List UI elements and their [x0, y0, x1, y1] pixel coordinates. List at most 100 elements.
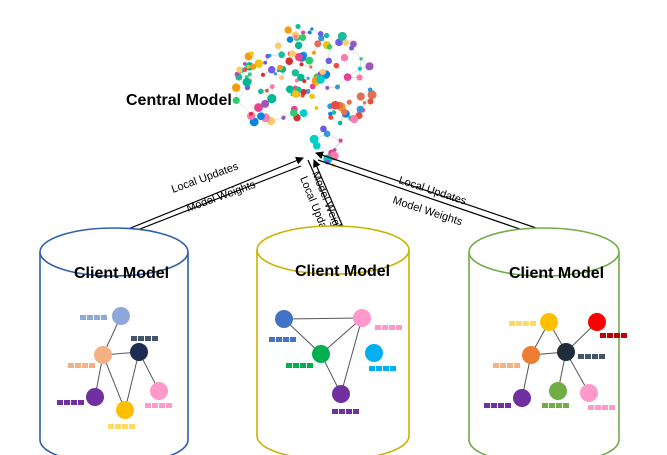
graph-node — [580, 384, 598, 402]
brain-node — [314, 106, 319, 110]
graph-node — [112, 307, 130, 325]
cylinder-top — [256, 225, 410, 275]
feature-vector — [493, 363, 520, 368]
brain-node — [234, 71, 240, 77]
graph-node — [557, 343, 575, 361]
central-model-label: Central Model — [126, 92, 232, 109]
graph-node — [549, 382, 567, 400]
graph-node — [130, 343, 148, 361]
brain-node — [265, 53, 271, 59]
brain-node — [305, 56, 314, 65]
brain-node — [311, 50, 317, 55]
middle-model-weights-arrow — [307, 159, 341, 233]
client-model-1: Client Model — [39, 227, 189, 455]
brain-node — [318, 35, 325, 42]
brain-node — [309, 93, 315, 100]
brain-node — [299, 109, 308, 118]
brain-node — [292, 90, 300, 98]
brain-node — [340, 53, 349, 62]
brain-node — [359, 57, 363, 61]
brain-node — [350, 115, 359, 124]
brain-node — [309, 134, 319, 144]
client-model-1-graph — [57, 307, 172, 429]
brain-node — [305, 88, 311, 94]
brain-node — [324, 32, 330, 39]
feature-vector — [68, 363, 95, 368]
brain-node — [249, 51, 254, 57]
client-model-1-title: Client Model — [74, 265, 169, 282]
client-model-2: Client Model — [256, 225, 410, 455]
graph-edge — [283, 317, 363, 320]
feature-vector — [269, 337, 296, 342]
left-local-updates-arrow — [115, 156, 304, 235]
brain-node — [258, 88, 264, 95]
brain-node — [325, 85, 330, 90]
arrows — [115, 151, 550, 241]
feature-vector — [588, 405, 615, 410]
client-model-2-title: Client Model — [295, 263, 390, 280]
graph-node — [275, 310, 293, 328]
brain-node — [337, 31, 347, 41]
middle-local-updates-arrow — [313, 159, 347, 235]
central-brain-network — [231, 23, 377, 167]
graph-node — [513, 389, 531, 407]
brain-node — [263, 60, 268, 65]
graph-node — [353, 309, 371, 327]
brain-node — [317, 31, 324, 37]
brain-node — [299, 34, 307, 41]
brain-node — [333, 62, 340, 69]
feature-vector — [375, 325, 402, 330]
graph-edge — [124, 351, 140, 411]
brain-node — [309, 65, 313, 69]
feature-vector — [332, 409, 359, 414]
feature-vector — [286, 363, 313, 368]
brain-node — [356, 105, 364, 113]
brain-node — [302, 78, 307, 84]
brain-node — [267, 93, 277, 104]
brain-node — [281, 115, 286, 120]
graph-node — [332, 385, 350, 403]
brain-node — [273, 72, 278, 76]
brain-node — [269, 84, 275, 89]
graph-node — [86, 388, 104, 406]
brain-node — [309, 83, 316, 90]
brain-node — [260, 72, 266, 77]
brain-node — [346, 99, 352, 105]
brain-node — [254, 103, 263, 112]
brain-node — [290, 109, 298, 117]
brain-node — [278, 51, 285, 59]
brain-node — [294, 41, 303, 50]
brain-node — [367, 98, 374, 105]
brain-node — [286, 36, 294, 43]
brain-node — [356, 92, 365, 101]
brain-node — [265, 88, 269, 93]
cylinder-top — [468, 227, 620, 277]
brain-node — [300, 88, 307, 96]
brain-node — [331, 110, 337, 115]
feature-vector — [57, 400, 84, 405]
brain-node — [314, 82, 319, 86]
brain-node — [330, 100, 340, 110]
graph-node — [150, 382, 168, 400]
brain-node — [306, 76, 310, 80]
brain-node — [326, 44, 333, 50]
brain-node — [294, 53, 303, 62]
graph-node — [588, 313, 606, 331]
feature-vector — [484, 403, 511, 408]
graph-edge — [320, 317, 363, 355]
graph-node — [116, 401, 134, 419]
brain-node — [257, 112, 265, 121]
brain-node — [291, 69, 299, 77]
brain-node — [242, 67, 248, 73]
feature-vector — [145, 403, 172, 408]
brain-node — [356, 74, 363, 81]
brain-node — [337, 120, 343, 126]
brain-node — [299, 62, 304, 67]
client-model-3-graph — [484, 313, 627, 410]
brain-node — [295, 23, 301, 30]
cylinder-top — [39, 227, 189, 277]
brain-node — [323, 130, 331, 138]
brain-node — [232, 96, 240, 105]
brain-node — [297, 73, 305, 82]
